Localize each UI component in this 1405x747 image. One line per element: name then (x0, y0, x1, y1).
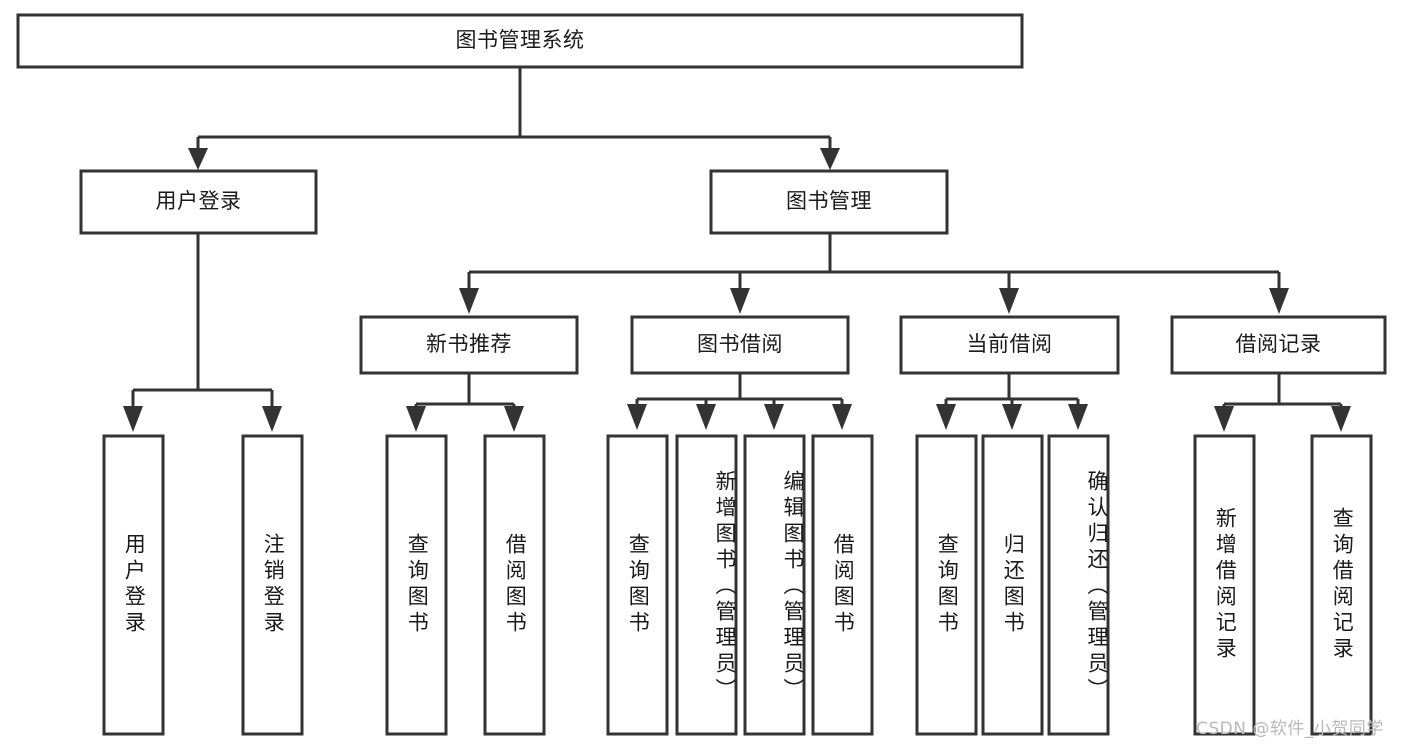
arrow-head-to-current-borrow (999, 288, 1019, 314)
node-box-new-book-recommend[interactable] (359, 315, 579, 375)
node-box-book-manage[interactable] (709, 169, 949, 235)
arrow-head-to-leaf-query-record (1331, 406, 1351, 432)
arrow-head-to-leaf-add-record (1214, 406, 1234, 432)
node-box-leaf-query-record[interactable] (1310, 434, 1373, 736)
node-box-root[interactable] (16, 13, 1024, 69)
arrow-head-to-book-borrow (730, 288, 750, 314)
arrow-head-to-leaf-confirm-return (1068, 404, 1088, 430)
node-box-leaf-borrow-book-b[interactable] (811, 434, 874, 736)
connector-user-login-to-leaves (131, 233, 274, 412)
node-box-leaf-add-record[interactable] (1193, 434, 1256, 736)
node-box-book-borrow[interactable] (630, 315, 850, 375)
arrow-head-to-leaf-user-login (123, 406, 143, 432)
node-box-leaf-logout[interactable] (241, 434, 304, 736)
arrow-head-to-book-manage (820, 148, 840, 170)
arrow-head-to-leaf-query-book-a (406, 406, 426, 432)
connector-borrow-records-to-leaves (1222, 373, 1343, 410)
arrow-head-to-leaf-query-book-c (936, 404, 956, 430)
node-box-leaf-return-book[interactable] (981, 434, 1044, 736)
node-box-leaf-edit-book[interactable] (743, 434, 806, 736)
arrow-head-to-leaf-borrow-book-b (832, 404, 852, 430)
arrow-head-to-leaf-add-book (696, 404, 716, 430)
arrow-head-to-leaf-query-book-b (627, 404, 647, 430)
connector-root-to-level2 (196, 67, 832, 155)
node-box-borrow-records[interactable] (1170, 315, 1387, 375)
node-box-user-login[interactable] (79, 169, 318, 235)
node-box-leaf-query-book-c[interactable] (915, 434, 978, 736)
connector-book-borrow-to-leaves (635, 373, 844, 410)
node-box-leaf-borrow-book-a[interactable] (483, 434, 546, 736)
arrow-head-to-leaf-borrow-book-a (504, 406, 524, 432)
node-box-leaf-confirm-return[interactable] (1047, 434, 1110, 736)
arrow-head-to-leaf-logout (262, 406, 282, 432)
node-box-current-borrow[interactable] (899, 315, 1120, 375)
node-box-leaf-query-book-a[interactable] (385, 434, 448, 736)
node-box-leaf-add-book[interactable] (675, 434, 738, 736)
csdn-watermark: CSDN @软件_小贺同学 (1196, 719, 1384, 739)
arrow-head-to-user-login (188, 148, 208, 170)
node-box-leaf-query-book-b[interactable] (606, 434, 669, 736)
arrow-head-to-leaf-return-book (1002, 404, 1022, 430)
node-box-leaf-user-login[interactable] (102, 434, 165, 736)
arrow-head-to-new-book-recommend (459, 288, 479, 314)
connector-new-book-recommend-to-leaves (414, 373, 516, 412)
arrow-head-to-borrow-records (1269, 288, 1289, 314)
connector-book-manage-to-level3 (467, 233, 1281, 295)
arrow-head-to-leaf-edit-book (764, 404, 784, 430)
